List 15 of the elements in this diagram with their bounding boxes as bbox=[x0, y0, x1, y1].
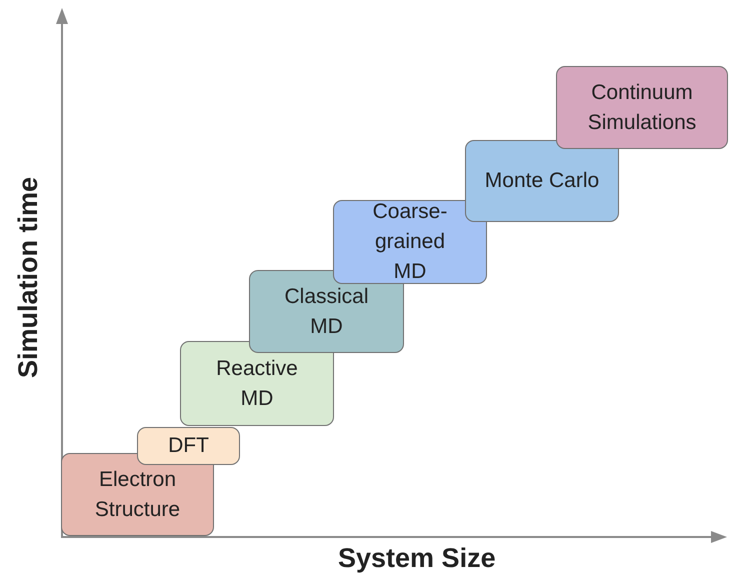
process-box bbox=[556, 66, 728, 149]
box-label: Electron Structure bbox=[94, 466, 182, 522]
axis-title: System Size bbox=[338, 543, 496, 574]
process-box bbox=[465, 140, 619, 222]
box-label: Reactive MD bbox=[215, 356, 299, 412]
box-label: Monte Carlo bbox=[484, 168, 600, 194]
process-box bbox=[180, 341, 334, 426]
process-box bbox=[137, 427, 240, 465]
box-label: Continuum Simulations bbox=[586, 80, 698, 136]
box-label: Classical MD bbox=[283, 284, 370, 340]
axis-title: Simulation time bbox=[13, 176, 44, 378]
box-label: Coarse-grained MD bbox=[372, 199, 448, 285]
box-label: DFT bbox=[168, 433, 209, 459]
process-box bbox=[61, 453, 214, 536]
process-box bbox=[333, 200, 487, 284]
